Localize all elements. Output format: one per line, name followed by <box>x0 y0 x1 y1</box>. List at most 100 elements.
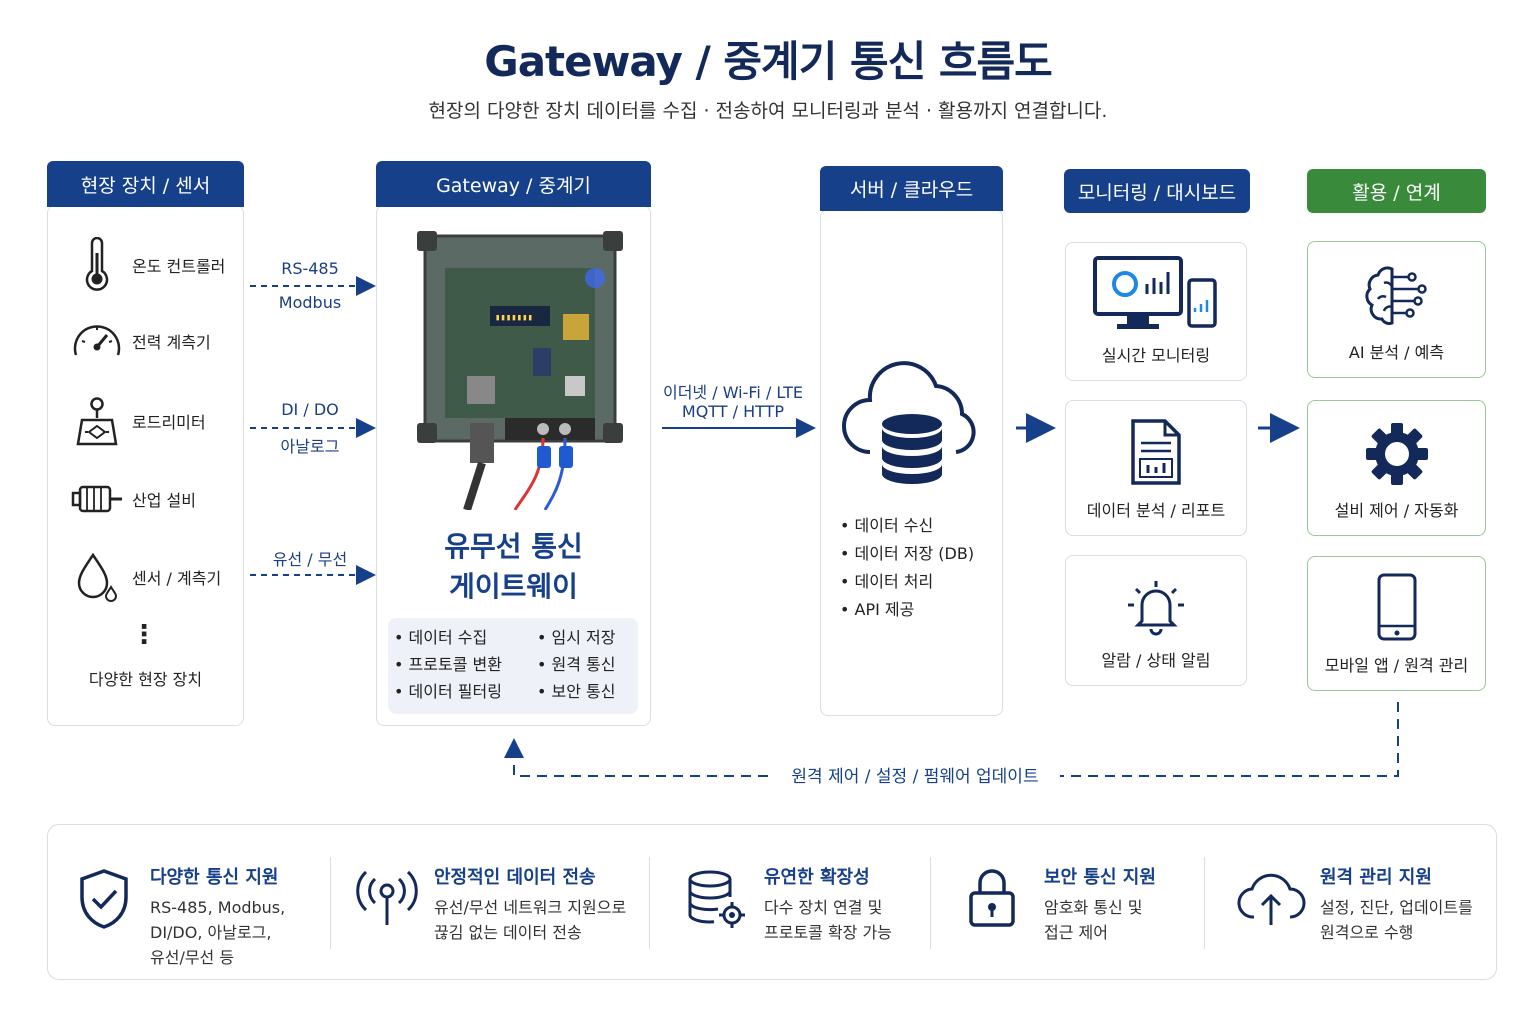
usage-header: 활용 / 연계 <box>1307 169 1486 213</box>
card-label: 데이터 분석 / 리포트 <box>1086 501 1226 520</box>
link-label-rs485: RS-485 <box>281 259 339 278</box>
link-label-wired-wireless: 유선 / 무선 <box>272 550 348 569</box>
more-devices-dots: ⋮ <box>131 620 157 650</box>
motor-icon <box>62 481 132 517</box>
gateway-function: 데이터 수집 <box>394 624 524 651</box>
gateway-name-line2: 게이트웨이 <box>449 570 578 603</box>
server-function: 데이터 수신 <box>840 512 1000 540</box>
monitor-dashboard-icon <box>1093 256 1217 329</box>
feature-desc: 유선/무선 등 <box>150 948 235 967</box>
thermometer-icon <box>62 237 132 293</box>
feature-desc: 프로토콜 확장 가능 <box>764 923 892 942</box>
shield-check-icon <box>80 869 128 929</box>
server-functions: 데이터 수신 데이터 저장 (DB) 데이터 처리 API 제공 <box>840 512 1000 624</box>
more-devices-label: 다양한 현장 장치 <box>88 670 203 689</box>
feature-stable-transfer: 안정적인 데이터 전송 유선/무선 네트워크 지원으로 끊김 없는 데이터 전송 <box>356 825 646 981</box>
gateway-header: Gateway / 중계기 <box>376 161 651 207</box>
feedback-label: 원격 제어 / 설정 / 펌웨어 업데이트 <box>770 762 1060 787</box>
feature-desc: 유선/무선 네트워크 지원으로 <box>434 898 627 917</box>
feature-scalability: 유연한 확장성 다수 장치 연결 및 프로토콜 확장 가능 <box>686 825 926 981</box>
card-ai-analysis: AI 분석 / 예측 <box>1307 241 1486 378</box>
features-bar: 다양한 통신 지원 RS-485, Modbus, DI/DO, 아날로그, 유… <box>47 824 1497 980</box>
feature-desc: DI/DO, 아날로그, <box>150 923 272 942</box>
card-label: 알람 / 상태 알림 <box>1101 651 1211 670</box>
card-label: 실시간 모니터링 <box>1101 346 1211 365</box>
arrow-feedback-right <box>1035 702 1399 777</box>
device-label: 온도 컨트롤러 <box>132 257 226 276</box>
page-subtitle: 현장의 다양한 장치 데이터를 수집 · 전송하여 모니터링과 분석 · 활용까… <box>428 100 1108 122</box>
card-data-analysis-report: 데이터 분석 / 리포트 <box>1065 400 1247 536</box>
feature-title: 보안 통신 지원 <box>1044 867 1156 888</box>
gauge-icon <box>62 317 132 365</box>
gateway-functions-left: 데이터 수집 프로토콜 변환 데이터 필터링 <box>394 624 524 705</box>
field-devices-panel <box>47 205 244 726</box>
gateway-device-image: ▮▮▮▮▮▮▮ <box>417 231 623 510</box>
device-label: 전력 계측기 <box>132 333 211 352</box>
card-label: AI 분석 / 예측 <box>1348 343 1445 362</box>
link-label-dido: DI / DO <box>281 400 339 419</box>
device-temperature-controller: 온도 컨트롤러 <box>62 237 225 293</box>
device-industrial-equipment: 산업 설비 <box>62 477 196 521</box>
feature-title: 안정적인 데이터 전송 <box>434 867 596 888</box>
feature-desc: 접근 제어 <box>1044 923 1108 942</box>
monitoring-header: 모니터링 / 대시보드 <box>1064 169 1250 213</box>
arrow-feedback-left <box>504 738 768 777</box>
page-title: Gateway / 중계기 통신 흐름도 <box>484 37 1053 86</box>
card-label: 모바일 앱 / 원격 관리 <box>1324 656 1469 675</box>
server-header: 서버 / 클라우드 <box>820 166 1003 211</box>
feature-title: 다양한 통신 지원 <box>150 867 279 888</box>
device-label: 산업 설비 <box>132 491 196 510</box>
ai-brain-icon <box>1364 266 1427 325</box>
link-label-modbus: Modbus <box>278 293 342 312</box>
report-document-icon <box>1131 419 1181 485</box>
device-sensor-meter: 센서 / 계측기 <box>62 550 221 604</box>
feature-desc: 끊김 없는 데이터 전송 <box>434 923 582 942</box>
device-label: 로드리미터 <box>132 413 206 432</box>
gateway-function: 원격 통신 <box>537 651 637 678</box>
gateway-function: 임시 저장 <box>537 624 637 651</box>
gateway-function: 데이터 필터링 <box>394 678 524 705</box>
link-label-protocol: MQTT / HTTP <box>681 402 785 421</box>
feature-remote-management: 원격 관리 지원 설정, 진단, 업데이트를 원격으로 수행 <box>1236 825 1494 981</box>
feature-title: 유연한 확장성 <box>764 867 870 888</box>
svg-text:▮▮▮▮▮▮▮: ▮▮▮▮▮▮▮ <box>495 313 533 323</box>
device-load-limiter: 로드리미터 <box>62 393 206 449</box>
server-function: API 제공 <box>840 596 1000 624</box>
card-equipment-control: 설비 제어 / 자동화 <box>1307 400 1486 536</box>
feature-communication: 다양한 통신 지원 RS-485, Modbus, DI/DO, 아날로그, 유… <box>76 825 326 981</box>
link-label-network: 이더넷 / Wi-Fi / LTE <box>662 383 804 402</box>
feature-desc: 암호화 통신 및 <box>1044 898 1143 917</box>
smartphone-icon <box>1377 573 1416 641</box>
gateway-name-line1: 유무선 통신 <box>444 530 583 563</box>
feature-security: 보안 통신 지원 암호화 통신 및 접근 제어 <box>966 825 1198 981</box>
load-limiter-icon <box>62 394 132 448</box>
feature-desc: RS-485, Modbus, <box>150 898 286 917</box>
card-mobile-app: 모바일 앱 / 원격 관리 <box>1307 556 1486 691</box>
cloud-database-icon <box>842 361 976 484</box>
feature-desc: 원격으로 수행 <box>1320 923 1414 942</box>
cloud-upload-icon <box>1237 873 1306 925</box>
card-label: 설비 제어 / 자동화 <box>1334 501 1459 520</box>
antenna-icon <box>356 870 418 925</box>
gateway-function: 보안 통신 <box>537 678 637 705</box>
bell-icon <box>1128 581 1184 636</box>
database-gear-icon <box>688 870 745 928</box>
gateway-function: 프로토콜 변환 <box>394 651 524 678</box>
gear-icon <box>1365 423 1428 485</box>
server-function: 데이터 저장 (DB) <box>840 540 1000 568</box>
card-realtime-monitoring: 실시간 모니터링 <box>1065 242 1247 381</box>
feature-desc: 설정, 진단, 업데이트를 <box>1320 898 1473 917</box>
gateway-name: 유무선 통신 게이트웨이 <box>376 527 651 607</box>
server-function: 데이터 처리 <box>840 568 1000 596</box>
device-label: 센서 / 계측기 <box>132 569 222 588</box>
feature-title: 원격 관리 지원 <box>1320 867 1432 888</box>
card-alarm-notification: 알람 / 상태 알림 <box>1065 555 1247 686</box>
feature-desc: 다수 장치 연결 및 <box>764 898 883 917</box>
gateway-functions-right: 임시 저장 원격 통신 보안 통신 <box>537 624 637 705</box>
water-drop-icon <box>62 551 132 603</box>
field-devices-header: 현장 장치 / 센서 <box>47 161 244 207</box>
device-power-meter: 전력 계측기 <box>62 316 211 366</box>
link-label-analog: 아날로그 <box>280 437 340 456</box>
lock-icon <box>969 869 1015 927</box>
